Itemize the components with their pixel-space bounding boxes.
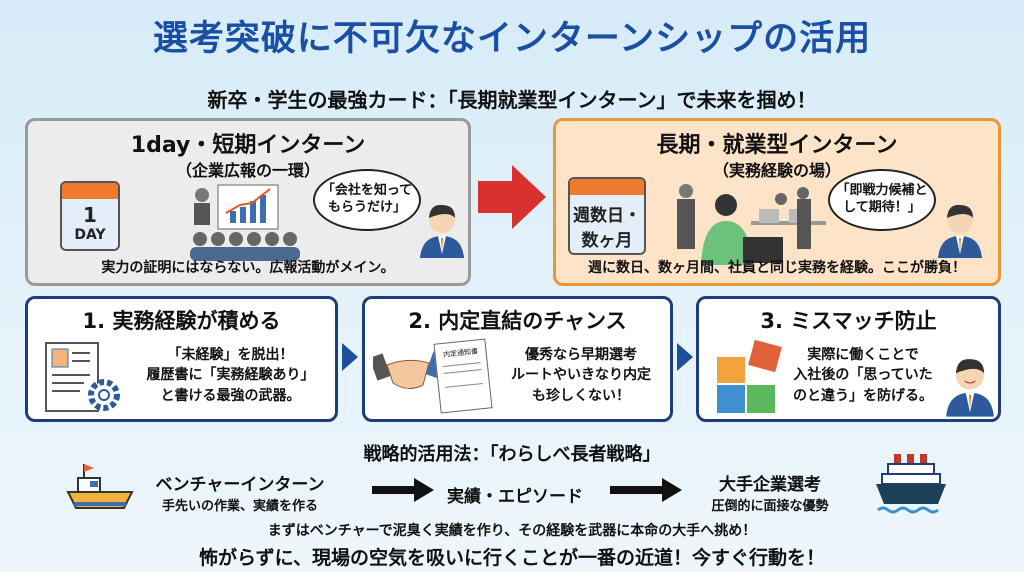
puzzle-icon	[717, 339, 782, 413]
strategy-step-results: 実績・エピソード	[447, 487, 583, 507]
benefit-card-1: 1. 実務経験が積める 「未経験」を脱出！ 履歴書に「実務経験あり」 と書ける最…	[25, 296, 338, 422]
benefit-title: 1. 実務経験が積める	[82, 309, 281, 333]
benefit-line: 入社後の「思っていた	[793, 367, 933, 384]
offer-letter-icon: 内定通知書	[433, 338, 493, 414]
benefit-line: ルートやいきなり内定	[511, 367, 651, 384]
strategy-step-sub: 圧倒的に面接な優勢	[711, 499, 829, 514]
chevron-right-icon	[342, 343, 358, 371]
short-intern-footer: 実力の証明にはならない。広報活動がメイン。	[101, 260, 395, 276]
benefit-title: 2. 内定直結のチャンス	[408, 309, 627, 333]
benefit-line: 「未経験」を脱出！	[167, 347, 294, 363]
speech-bubble: 「即戦力候補と して期待！」	[828, 169, 936, 231]
black-arrow-icon	[610, 478, 682, 502]
short-intern-title: 1day・短期インターン	[130, 133, 366, 158]
long-intern-footer: 週に数日、数ヶ月間、社員と同じ実務を経験。ここが勝負！	[588, 260, 966, 276]
short-intern-subtitle: （企業広報の一環）	[175, 161, 320, 180]
businessman-icon	[938, 204, 982, 258]
long-intern-title: 長期・就業型インターン	[656, 133, 898, 158]
benefit-line: 履歴書に「実務経験あり」	[146, 367, 315, 384]
long-intern-subtitle: （実務経験の場）	[712, 161, 841, 180]
strategy-step-sub: 手先いの作業、実績を作る	[161, 499, 318, 514]
strategy-step-enterprise: 大手企業選考 圧倒的に面接な優勢	[690, 470, 850, 514]
closing-message: 怖がらずに、現場の空気を吸いに行くことが一番の近道！今すぐ行動を！	[198, 547, 826, 569]
black-arrow-icon	[372, 478, 434, 502]
short-intern-panel: 1day・短期インターン （企業広報の一環） 1 DAY 「会社を知って もらう…	[25, 118, 471, 286]
calendar-text-2: 数ヶ月	[581, 231, 633, 251]
strategy-step-title: 大手企業選考	[719, 475, 821, 495]
calendar-text-1: 週数日・	[573, 206, 641, 226]
calendar-text-1: 1	[83, 203, 97, 227]
long-intern-panel: 長期・就業型インターン （実務経験の場） 週数日・ 数ヶ月 「即戦力候補と して…	[553, 118, 1001, 286]
presentation-icon	[190, 184, 300, 261]
benefit-line: と書ける最強の武器。	[160, 387, 301, 404]
small-boat-icon	[66, 464, 134, 509]
cruise-ship-icon	[876, 454, 946, 514]
office-work-icon	[677, 184, 826, 265]
page-title: 選考突破に不可欠なインターンシップの活用	[152, 19, 872, 59]
chevron-right-icon	[677, 343, 693, 371]
benefit-title: 3. ミスマッチ防止	[760, 309, 937, 333]
strategy-summary: まずはベンチャーで泥臭く実績を作り、その経験を武器に本命の大手へ挑め！	[267, 523, 757, 539]
calendar-icon: 1 DAY	[60, 181, 120, 251]
calendar-text-2: DAY	[74, 227, 106, 243]
businessman-icon	[420, 204, 464, 258]
offer-letter-label: 内定通知書	[442, 347, 479, 359]
benefit-card-2: 2. 内定直結のチャンス 内定通知書 優秀なら早期選考 ルートやいきなり内定 も…	[362, 296, 673, 422]
strategy-step-venture: ベンチャーインターン 手先いの作業、実績を作る	[140, 470, 340, 514]
resume-gear-icon	[45, 342, 120, 412]
benefit-line: も珍しくない！	[532, 387, 630, 404]
benefit-line: 優秀なら早期選考	[525, 347, 637, 363]
benefit-line: 実際に働くことで	[807, 347, 919, 363]
strategy-title: 戦略的活用法：「わらしべ長者戦略」	[363, 444, 661, 465]
red-arrow-icon	[478, 165, 546, 229]
speech-bubble: 「会社を知って もらうだけ」	[313, 169, 421, 231]
calendar-icon: 週数日・ 数ヶ月	[568, 177, 646, 255]
strategy-step-title: ベンチャーインターン	[155, 475, 325, 495]
smiling-businessman-icon	[946, 359, 994, 417]
benefit-card-3: 3. ミスマッチ防止 実際に働くことで 入社後の「思っていた のと違う」を防げる…	[696, 296, 1001, 422]
page-subtitle: 新卒・学生の最強カード：「長期就業型インターン」で未来を掴め！	[207, 88, 817, 112]
handshake-icon	[373, 351, 443, 389]
benefit-line: のと違う」を防げる。	[793, 387, 933, 404]
